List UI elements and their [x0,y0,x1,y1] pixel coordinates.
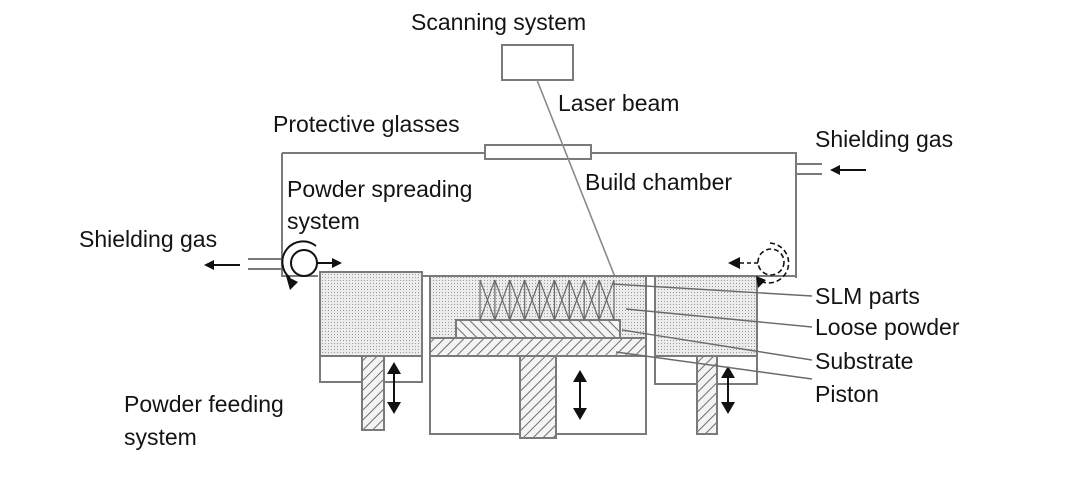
label-powder-spreading-1: Powder spreading [287,176,473,202]
leader-loose-powder [625,308,813,328]
label-scanning-system: Scanning system [411,9,587,35]
overflow-piston-updown-arrow-icon [721,366,735,414]
leader-piston [615,351,813,380]
roller-return-position [728,242,790,288]
powder-feed-cylinder [319,271,423,431]
label-powder-spreading-2: system [287,208,360,234]
lattice-diagonal [568,279,585,321]
leader-lines [611,283,813,380]
label-laser-beam: Laser beam [558,90,680,116]
label-substrate: Substrate [815,348,914,374]
label-shielding-gas-in: Shielding gas [815,126,954,152]
label-loose-powder: Loose powder [815,314,960,340]
label-slm-parts: SLM parts [815,283,920,309]
lattice-diagonal [598,279,615,321]
lattice-diagonal [479,279,496,321]
shielding-gas-inlet [796,163,866,175]
build-plate [429,337,647,357]
lattice-diagonal [494,279,511,321]
build-piston [519,355,557,439]
feed-piston-updown-arrow-icon [387,362,401,414]
roller-rotation-arrow-icon [286,276,298,290]
lattice-diagonal [509,279,526,321]
roller-return-arrow-icon [728,257,740,269]
lattice-diagonal [538,279,556,321]
laser-beam [536,79,616,278]
powder-spreading-roller [281,240,342,290]
build-piston-updown-arrow-icon [573,370,587,420]
scanning-system-box [501,44,574,81]
label-piston: Piston [815,381,879,407]
label-powder-feeding-2: system [124,424,197,450]
label-powder-feeding-1: Powder feeding [124,391,284,417]
lattice-diagonal [553,279,570,321]
label-shielding-gas-out: Shielding gas [79,226,218,252]
overflow-piston [696,355,718,435]
label-build-chamber: Build chamber [585,169,733,195]
feed-piston [361,355,385,431]
leader-slm-parts [611,283,813,297]
leader-substrate [621,329,813,361]
slm-parts-lattice [479,279,615,321]
shielding-gas-outlet [204,258,282,270]
label-protective-glasses: Protective glasses [273,111,460,137]
build-cylinder [429,275,647,439]
protective-glasses-window [484,144,592,160]
substrate-plate [455,319,621,339]
lattice-diagonal [524,279,541,321]
overflow-cylinder [654,275,758,435]
lattice-diagonal [583,279,600,321]
